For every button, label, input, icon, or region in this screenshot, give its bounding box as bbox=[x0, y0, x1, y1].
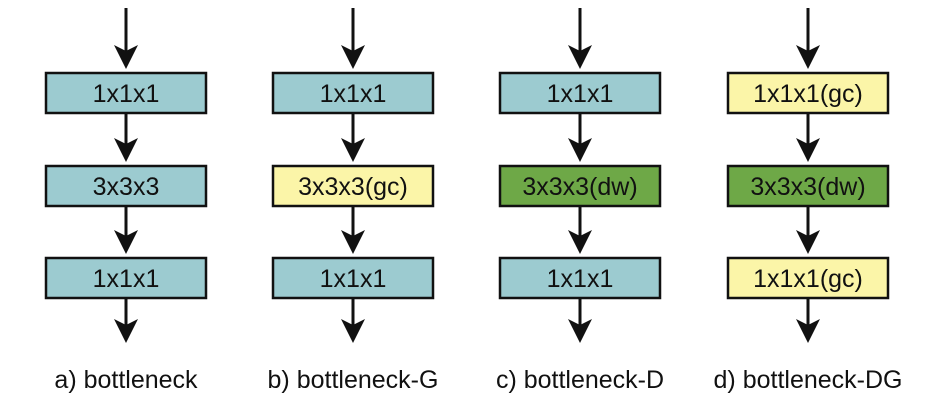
bottleneck-column-3: 1x1x1 3x3x3(dw) 1x1x1 c) bottleneck-D bbox=[496, 8, 664, 394]
column-caption: c) bottleneck-D bbox=[496, 366, 664, 394]
conv-block-label: 1x1x1 bbox=[93, 265, 160, 293]
conv-block bbox=[271, 71, 435, 115]
conv-block-label: 1x1x1 bbox=[547, 80, 614, 108]
conv-block-label: 3x3x3(gc) bbox=[298, 173, 408, 201]
conv-block bbox=[726, 164, 890, 208]
conv-block-label: 1x1x1 bbox=[93, 80, 160, 108]
conv-block-label: 1x1x1(gc) bbox=[753, 80, 863, 108]
conv-block bbox=[44, 256, 208, 300]
conv-block-label: 1x1x1 bbox=[320, 265, 387, 293]
conv-block bbox=[271, 256, 435, 300]
conv-block bbox=[498, 71, 662, 115]
conv-block bbox=[498, 256, 662, 300]
conv-block-label: 3x3x3(dw) bbox=[750, 173, 865, 201]
conv-block bbox=[271, 164, 435, 208]
bottleneck-column-2: 1x1x1 3x3x3(gc) 1x1x1 b) bottleneck-G bbox=[268, 8, 439, 394]
conv-block-label: 3x3x3(dw) bbox=[522, 173, 637, 201]
bottleneck-column-1: 1x1x1 3x3x3 1x1x1 a) bottleneck bbox=[44, 8, 208, 394]
conv-block-label: 1x1x1(gc) bbox=[753, 265, 863, 293]
column-caption: a) bottleneck bbox=[54, 366, 198, 394]
conv-block bbox=[44, 164, 208, 208]
conv-block-label: 3x3x3 bbox=[93, 173, 160, 201]
conv-block-label: 1x1x1 bbox=[320, 80, 387, 108]
conv-block bbox=[498, 164, 662, 208]
conv-block bbox=[726, 71, 890, 115]
conv-block-label: 1x1x1 bbox=[547, 265, 614, 293]
conv-block bbox=[44, 71, 208, 115]
conv-block bbox=[726, 256, 890, 300]
bottleneck-column-4: 1x1x1(gc) 3x3x3(dw) 1x1x1(gc) d) bottleneck… bbox=[714, 8, 903, 394]
column-caption: d) bottleneck-DG bbox=[714, 366, 903, 394]
column-caption: b) bottleneck-G bbox=[268, 366, 439, 394]
